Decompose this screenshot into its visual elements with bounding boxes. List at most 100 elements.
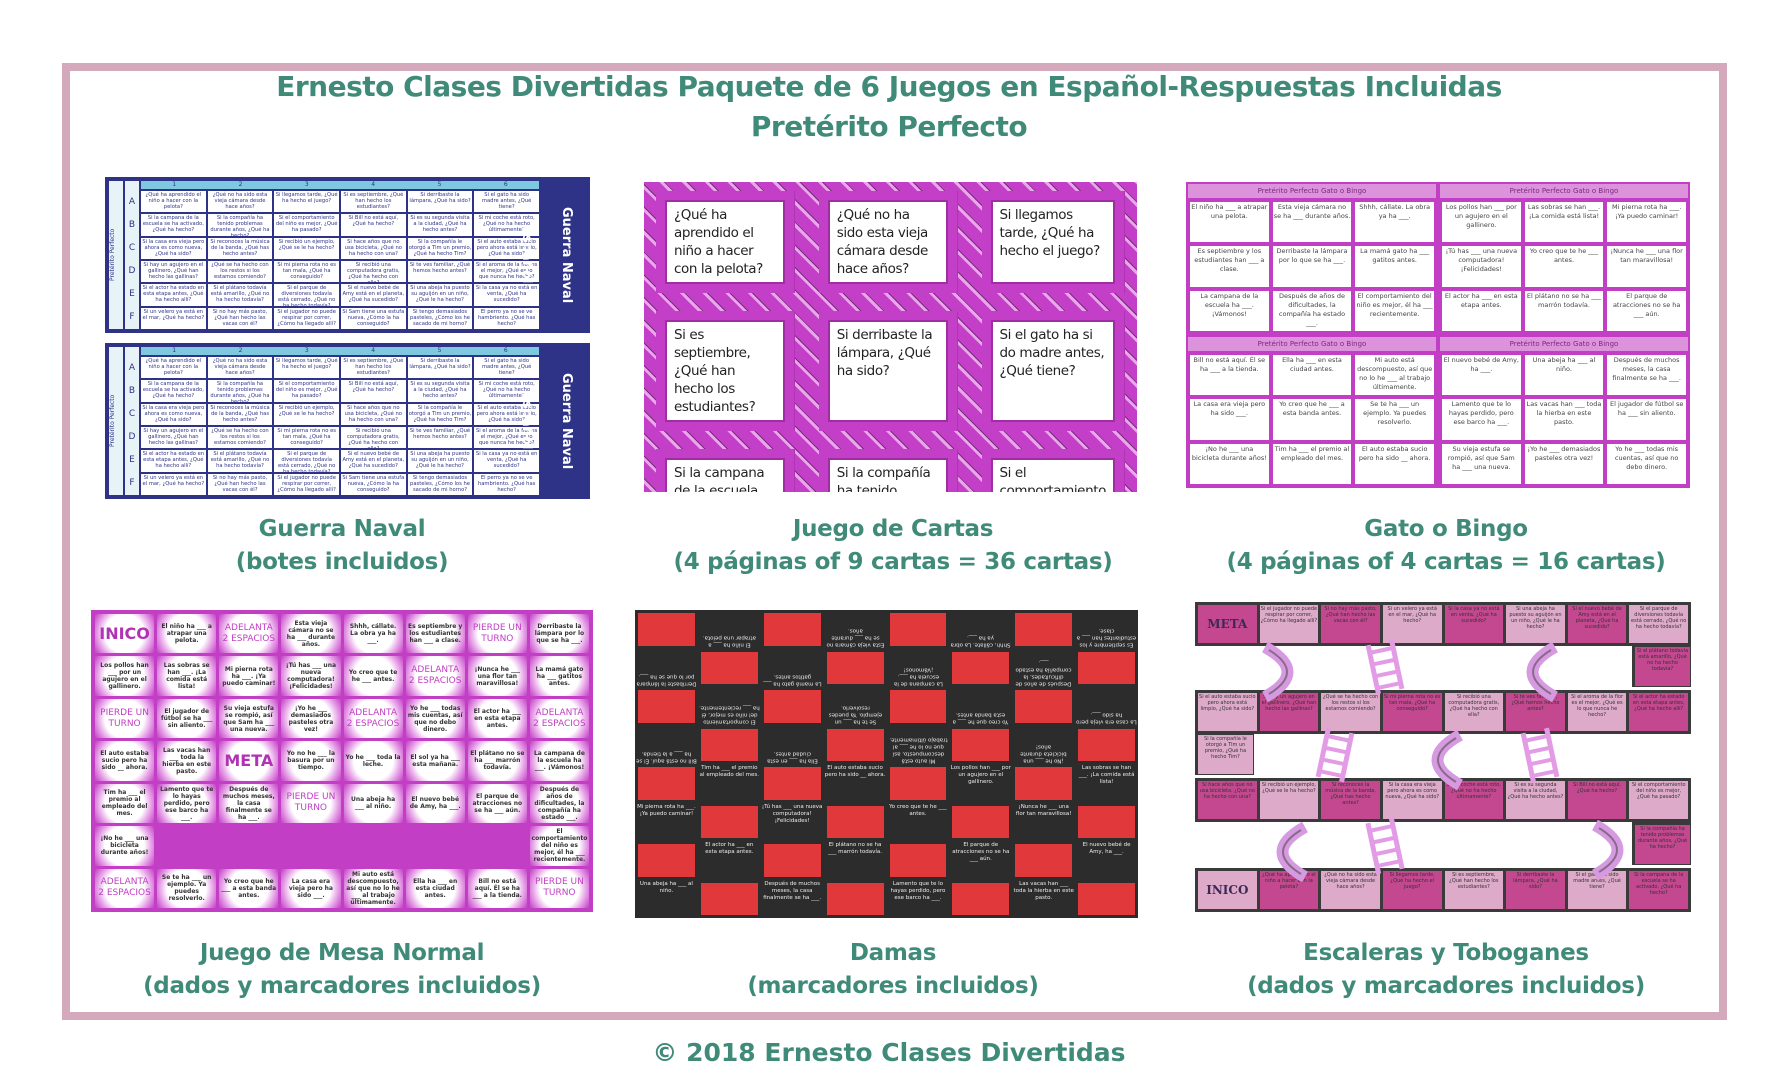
path-square: Si recibió un ejemplo, ¿Qué se le ha hec… (1259, 781, 1319, 819)
bingo-cell: La casa era vieja pero ha sido ___. (1190, 399, 1269, 440)
board-square: El jugador de fútbol se ha ___ sin alien… (157, 698, 217, 739)
grid-cell: Si una abeja ha puesto su aguijón en un … (407, 450, 473, 472)
grid-cell: Si la campana de la escuela se ha activa… (141, 380, 206, 402)
board-square: Ella ha ___ en esta ciudad antes. (405, 868, 465, 908)
game-name: Juego de Cartas (792, 516, 994, 542)
ladder-icon (1520, 727, 1560, 783)
column-label: 6 (503, 181, 508, 188)
bingo-cell: ¡No he ___ una bicicleta durante años! (1190, 443, 1269, 484)
checker-red-square (763, 844, 821, 877)
board-square: Mi pierna rota ha ___. ¡Ya puedo caminar… (219, 656, 279, 696)
checker-red-square (1078, 805, 1135, 838)
bingo-cell: El parque de atracciones no se ha ___ aú… (1607, 290, 1686, 331)
side-label: Pretérito Perfecto (109, 181, 123, 329)
bingo-cell: Las vacas han ___ toda la hierba en este… (1524, 399, 1604, 440)
caption-juego-de-mesa: Juego de Mesa Normal (dados y marcadores… (62, 937, 622, 1003)
row-label: A (128, 363, 136, 373)
column-label: 2 (238, 347, 243, 354)
grid-cell: Si la compañía ha tenido problemas duran… (207, 214, 273, 236)
grid-cell: Si el parque de diversiones todavía está… (274, 450, 339, 472)
slide-icon (1431, 730, 1464, 790)
grid-cell: El perro ya no se ve hambriento. ¿Qué ha… (474, 473, 539, 495)
row-label: D (128, 266, 136, 276)
path-square: Si el plátano todavía está amarillo, ¿Qu… (1635, 647, 1690, 686)
grid-cell: Si el parque de diversiones todavía está… (274, 284, 339, 306)
card: Si llegamos tarde, ¿Qué ha hecho el jueg… (981, 191, 1125, 293)
grid-cell: ¿Qué no ha sido esta vieja cámara desde … (207, 357, 273, 379)
path-square: Si llegamos tarde, ¿Qué ha hecho el jueg… (1382, 871, 1442, 909)
grid-cell: Si hay un agujero en el gallinero, ¿Qué … (141, 427, 206, 449)
juego-de-cartas-preview: ¿Qué ha aprendido el niño a hacer con la… (644, 182, 1137, 492)
column-label: 5 (437, 181, 442, 188)
grid-cell: Si la compañía le otorgó a Tim un premio… (407, 237, 473, 259)
ladder-icon (1365, 639, 1405, 695)
board-square: El parque de atracciones no se ha ___ aú… (467, 783, 527, 824)
grid-cell: Si recibió un ejemplo, ¿Qué se le ha hec… (274, 237, 339, 259)
path-square: Si una abeja ha puesto su aguijón en un … (1506, 605, 1565, 643)
connector-square: Si el plátano todavía está amarillo, ¿Qu… (1632, 644, 1691, 687)
grid-cell: ¿Qué se ha hecho con los restos si los e… (207, 427, 273, 449)
bingo-header: Pretérito Perfecto Gato o Bingo (1440, 337, 1688, 351)
board-square: Yo no he ___ la basura por un tiempo. (281, 741, 341, 781)
grid-cell: Si recibió un ejemplo, ¿Qué se le ha hec… (274, 403, 339, 425)
start-square: INICO (95, 614, 155, 654)
grid-cell: Si es septiembre, ¿Qué han hecho los est… (340, 357, 406, 379)
checker-dark-square: La mamá gato ha ___ gatitos antes. (763, 673, 822, 686)
bingo-cell: El plátano no se ha ___ marrón todavía. (1524, 290, 1604, 331)
grid-cell: Si la casa era vieja pero ahora es como … (141, 403, 206, 425)
checker-red-square (1015, 844, 1073, 877)
board-title: Guerra Naval Español (519, 206, 574, 304)
caption-juego-de-cartas: Juego de Cartas (4 páginas of 9 cartas =… (613, 513, 1173, 579)
board-square: Yo he ___ todas mis cuentas, así que no … (405, 698, 465, 739)
path-square: Si el auto estaba sucio pero ahora está … (1198, 693, 1257, 731)
board-square: El comportamiento del niño es mejor, él … (529, 826, 589, 866)
board-square: Tim ha ___ el premio al empleado del mes… (95, 783, 155, 824)
board-square: PIERDE UN TURNO (529, 868, 589, 908)
card-text: Si el gato ha si do madre antes, ¿Qué ti… (990, 320, 1115, 422)
row-label: E (129, 455, 135, 465)
card: ¿Qué no ha sido esta vieja cámara desde … (818, 191, 958, 293)
slide-icon (1526, 642, 1559, 702)
grid-cell: Si mi coche está roto, ¿Qué no ha hecho … (474, 380, 539, 402)
board-square: El plátano no se ha ___ marrón todavía. (467, 741, 527, 781)
board-square: ADELANTA 2 ESPACIOS (343, 698, 403, 739)
bingo-cell: Se te ha ___ un ejemplo. Ya puedes resol… (1355, 399, 1434, 440)
checker-dark-square: Shhh, cállate. La obra ya ha ___. (950, 634, 1011, 648)
checker-dark-square: Se te ha ___ un ejemplo. Ya puedes resol… (828, 704, 882, 725)
bingo-cell: La mamá gato ha ___ gatitos antes. (1355, 246, 1434, 287)
checker-red-square (638, 844, 695, 877)
grid-cell: Si es septiembre, ¿Qué han hecho los est… (340, 191, 406, 213)
track-gap (343, 826, 403, 866)
checker-red-square (952, 651, 1010, 684)
board-square: Las sobras se han ___. ¡La comida está l… (157, 656, 217, 696)
path-square: Si la casa ya no está en venta, ¿Qué ha … (1444, 605, 1504, 643)
grid-cell: Si la casa era vieja pero ahora es como … (141, 237, 206, 259)
checker-dark-square: Bill no está aquí. Él se ha ___ a la tie… (636, 750, 697, 763)
checker-dark-square: Una abeja ha ___ al niño. (639, 880, 693, 894)
grid-cell: Si el plátano todavía está amarillo, ¿Qu… (207, 450, 273, 472)
game-detail: (4 páginas of 9 cartas = 36 cartas) (673, 549, 1113, 575)
card-text: ¿Qué ha aprendido el niño a hacer con la… (665, 200, 785, 284)
checker-red-square (889, 844, 947, 877)
grid-cell: Si el nuevo bebé de Amy está en el plane… (340, 450, 406, 472)
checker-red-square (889, 767, 947, 800)
caption-escaleras: Escaleras y Toboganes (dados y marcadore… (1166, 937, 1726, 1003)
column-label: 1 (172, 181, 177, 188)
grid-cell: ¿Qué ha aprendido el niño a hacer con la… (141, 357, 206, 379)
path-square: Si es su segunda visita a la ciudad, ¿Qu… (1506, 781, 1565, 819)
bingo-cells: El nuevo bebé de Amy, ha ___.Una abeja h… (1440, 351, 1688, 486)
path-square: Si derribaste la lámpara, ¿Qué ha sido? (1506, 871, 1565, 909)
checker-red-square (826, 882, 884, 915)
path-square: Si la compañía le otorgó a Tim un premio… (1198, 735, 1253, 774)
checker-dark-square: Mi pierna rota ha ___. ¡Ya puedo caminar… (637, 803, 696, 817)
grid-cell: Si el jugador no puede respirar por corr… (274, 307, 339, 329)
path-square: ¿Qué se ha hecho con los restos si los e… (1321, 693, 1380, 731)
board-square: ADELANTA 2 ESPACIOS (405, 656, 465, 696)
board-square: ¡No he ___ una bicicleta durante años! (95, 826, 155, 866)
slide-icon (1261, 642, 1294, 702)
bingo-cell: Esta vieja cámara no se ha ___ durante a… (1272, 202, 1352, 243)
